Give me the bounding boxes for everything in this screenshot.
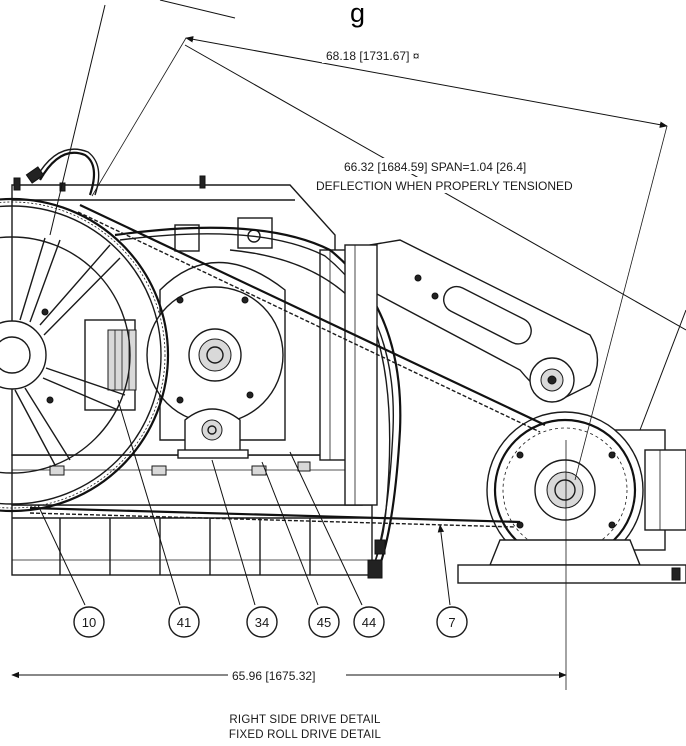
gear-hub: [146, 261, 286, 459]
balloon-34-label: 34: [255, 615, 269, 630]
balloon-7: 7: [436, 606, 468, 638]
balloon-41-label: 41: [177, 615, 191, 630]
deflection-label-bg: [312, 177, 618, 193]
balloon-7-label: 7: [448, 615, 455, 630]
belt-length-label-bg: [322, 47, 452, 63]
balloon-44: 44: [353, 606, 385, 638]
balloon-10-label: 10: [82, 615, 96, 630]
balloon-45: 45: [308, 606, 340, 638]
electric-motor: [457, 411, 686, 584]
center-distance-label-bg: [228, 667, 346, 683]
center-distance-dimension: 65.96 [1675.32]: [232, 669, 315, 683]
top-caption-fragment: g: [350, 0, 365, 28]
large-sheave: [0, 197, 170, 513]
span-label-bg: [338, 158, 588, 174]
balloon-34: 34: [246, 606, 278, 638]
base-frame: [11, 454, 373, 576]
balloon-leaders: [37, 399, 451, 606]
deflection-note: DEFLECTION WHEN PROPERLY TENSIONED: [316, 179, 573, 193]
tensioner-arm: [344, 239, 599, 506]
balloon-41: 41: [168, 606, 200, 638]
drive-belt: [29, 204, 546, 528]
title-line-1: RIGHT SIDE DRIVE DETAIL: [229, 714, 381, 726]
balloon-45-label: 45: [317, 615, 331, 630]
span-dimension: 66.32 [1684.59] SPAN=1.04 [26.4]: [344, 160, 526, 174]
balloon-10: 10: [73, 606, 105, 638]
title-line-2: FIXED ROLL DRIVE DETAIL: [229, 729, 382, 741]
belt-length-dimension: 68.18 [1731.67] ¤: [326, 49, 420, 63]
balloon-44-label: 44: [362, 615, 376, 630]
